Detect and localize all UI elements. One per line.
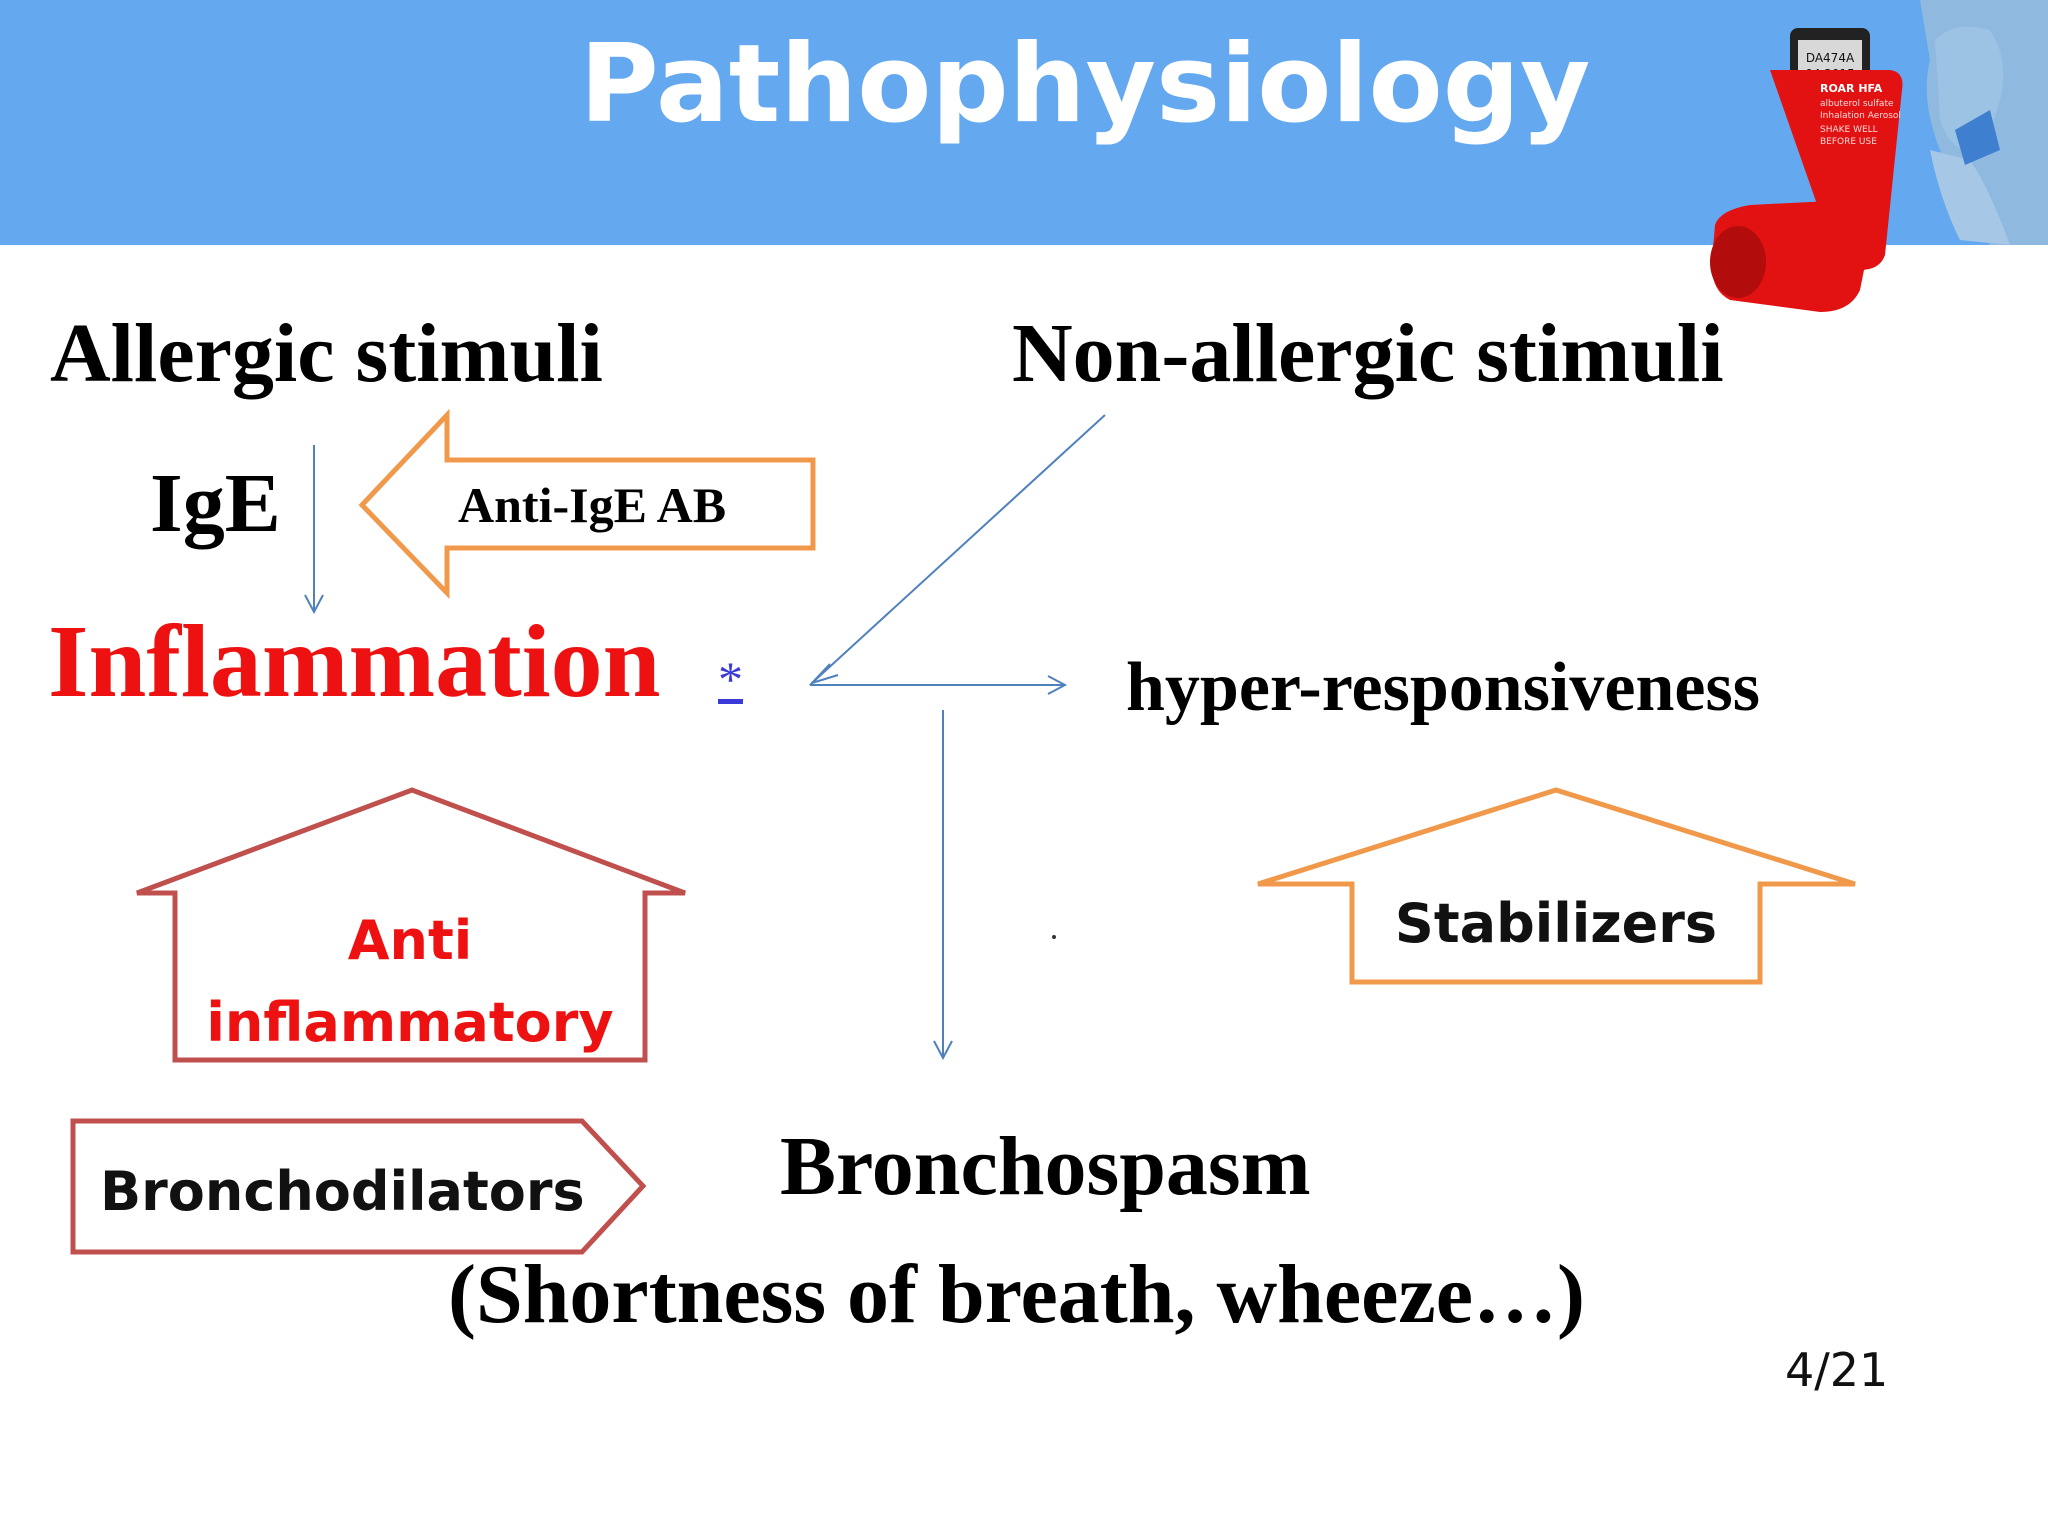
inflammation-label: Inflammation: [48, 604, 661, 719]
anti-ige-arrow-shape: [358, 408, 816, 600]
non-allergic-stimuli-label: Non-allergic stimuli: [1012, 307, 1724, 400]
bronchodilators-arrow-shape: [70, 1118, 647, 1255]
inhaler-brand: ROAR HFA: [1820, 82, 1883, 95]
anti-inflammatory-line2: inflammatory: [206, 991, 614, 1054]
inhaler-form: Inhalation Aerosol: [1820, 111, 1901, 121]
allergic-stimuli-label: Allergic stimuli: [50, 307, 603, 400]
inhaler-before: BEFORE USE: [1820, 137, 1877, 147]
inhaler-shake: SHAKE WELL: [1820, 125, 1878, 135]
ige-label: IgE: [150, 457, 281, 550]
anti-ige-label: Anti-IgE AB: [458, 477, 727, 533]
anti-inflammatory-arrow-shape: [136, 787, 686, 1063]
stabilizers-arrow-shape: [1257, 787, 1856, 985]
inflammation-to-hyper-arrow: [810, 675, 1068, 695]
to-bronchospasm-arrow: [933, 710, 953, 1061]
anti-inflammatory-line1: Anti: [347, 909, 473, 972]
bronchodilators-label: Bronchodilators: [100, 1160, 585, 1223]
anti-inflammatory-label: Anti inflammatory: [175, 900, 645, 1064]
hyper-responsiveness-label: hyper-responsiveness: [1126, 649, 1760, 726]
page-number: 4/21: [1785, 1343, 1889, 1397]
ige-to-inflammation-arrow: [304, 445, 324, 615]
inhaler-drug: albuterol sulfate: [1820, 99, 1894, 109]
canister-label-1: DA474A: [1806, 51, 1855, 65]
inflammation-footnote-link[interactable]: *: [718, 651, 743, 707]
bronchospasm-label: Bronchospasm: [780, 1120, 1311, 1213]
inhaler-photo: DA474A 04.2015 ROAR HFA albuterol sulfat…: [1690, 0, 2048, 312]
stray-dot: [1052, 935, 1056, 939]
symptoms-label: (Shortness of breath, wheeze…): [448, 1248, 1585, 1341]
non-allergic-to-inflammation-arrow: [808, 414, 1106, 686]
slide-title: Pathophysiology: [579, 22, 1591, 147]
stabilizers-label: Stabilizers: [1394, 892, 1718, 955]
